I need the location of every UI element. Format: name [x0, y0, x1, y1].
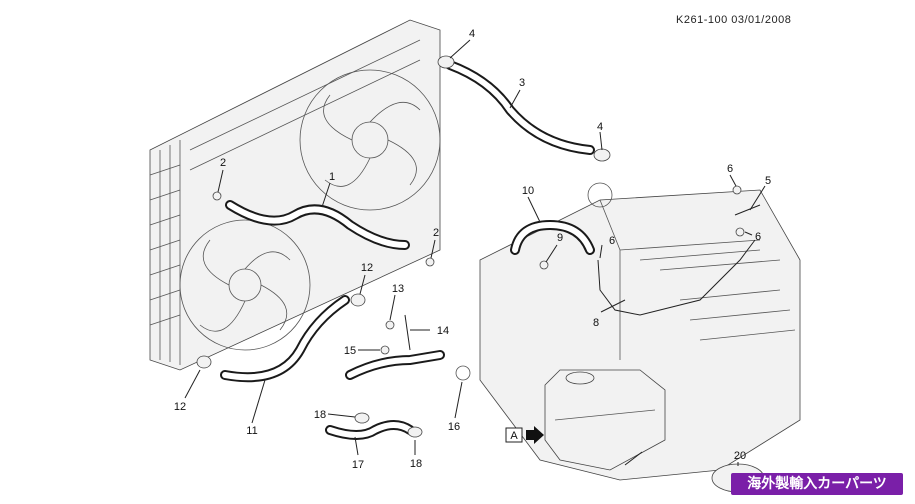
o-ring-16 — [455, 365, 471, 381]
part-label-12-lower: 12 — [174, 401, 186, 413]
part-label-3: 3 — [519, 77, 525, 89]
bolt-13 — [385, 320, 395, 330]
part-label-9: 9 — [557, 232, 563, 244]
view-marker: A — [505, 426, 544, 444]
part-label-6-mid: 6 — [755, 231, 761, 243]
part-label-18-right: 18 — [410, 458, 422, 470]
hose-11 — [220, 295, 350, 383]
fitting-5-6 — [732, 185, 761, 237]
part-label-13: 13 — [392, 283, 404, 295]
store-badge: 海外製輸入カーパーツ — [731, 473, 903, 495]
bolt-2-right — [425, 257, 435, 267]
part-label-8: 8 — [593, 317, 599, 329]
part-label-5: 5 — [765, 175, 771, 187]
part-labels: 2 2 1 3 4 4 5 6 6 6 10 9 8 12 12 11 13 1… — [174, 28, 771, 471]
part-label-4-top: 4 — [469, 28, 475, 40]
lower-fan — [179, 219, 311, 351]
pipe-8 — [597, 239, 756, 316]
upper-fan — [299, 69, 441, 211]
part-label-6-top: 6 — [727, 163, 733, 175]
expansion-tank — [544, 369, 666, 471]
leader-lines — [184, 39, 766, 466]
hose-17 — [325, 420, 415, 440]
part-label-6-left: 6 — [609, 235, 615, 247]
bolt-15 — [380, 345, 390, 355]
part-label-11: 11 — [246, 425, 257, 437]
bolt-9 — [539, 260, 549, 270]
clamp-12-upper — [350, 293, 366, 307]
clamp-4-right — [593, 148, 611, 162]
part-label-14: 14 — [437, 325, 449, 337]
part-label-2-right: 2 — [433, 227, 439, 239]
part-label-15: 15 — [344, 345, 356, 357]
bolt-2-left — [212, 191, 222, 201]
drawing-code: K261-100 03/01/2008 — [676, 14, 792, 26]
part-label-10: 10 — [522, 185, 534, 197]
clamp-18-right — [407, 426, 423, 438]
part-label-18-left: 18 — [314, 409, 326, 421]
part-label-16: 16 — [448, 421, 460, 433]
hose-3 — [445, 60, 595, 155]
radiator — [149, 19, 441, 371]
part-label-1: 1 — [329, 171, 335, 183]
part-label-2-left: 2 — [220, 157, 226, 169]
clamp-4-top — [437, 55, 455, 69]
part-label-12-upper: 12 — [361, 262, 373, 274]
hose-1 — [225, 200, 410, 250]
clamp-18-left — [354, 412, 370, 424]
part-label-4-right: 4 — [597, 121, 603, 133]
clamp-12-lower — [196, 355, 212, 369]
part-label-20: 20 — [734, 450, 746, 462]
part-label-17: 17 — [352, 459, 364, 471]
svg-text:A: A — [510, 430, 518, 442]
hose-10 — [510, 219, 595, 255]
pipe-14 — [345, 314, 445, 380]
